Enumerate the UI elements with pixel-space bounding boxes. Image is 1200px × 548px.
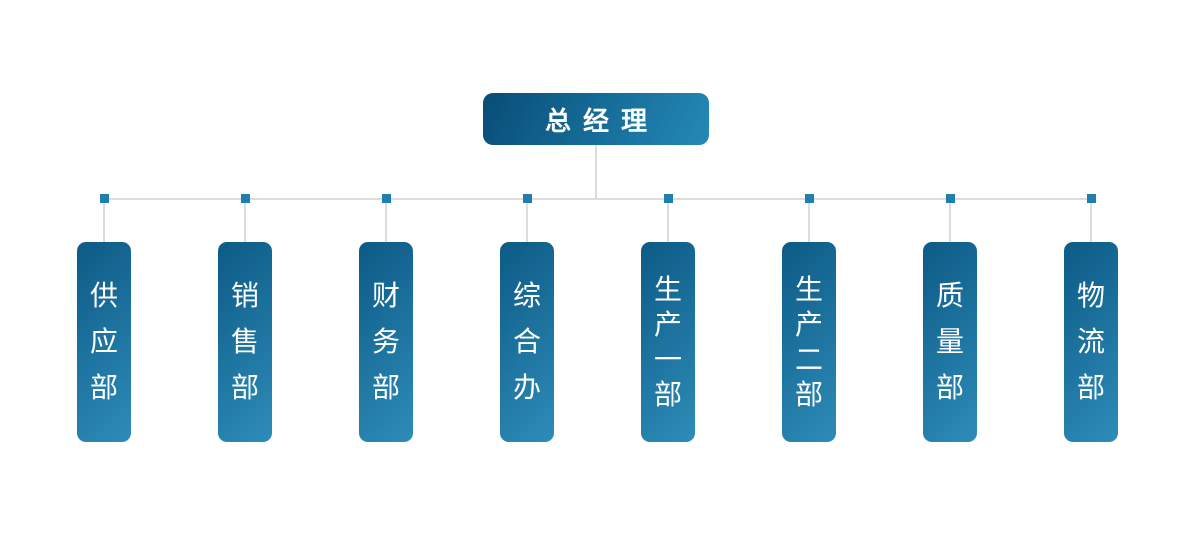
root-node-label: 总经理 — [544, 105, 659, 136]
dept-node-production-2: 生产二部 — [782, 242, 836, 442]
dept-label: 生产二部 — [794, 274, 823, 410]
connector-stem — [808, 203, 810, 242]
dept-node-production-1: 生产一部 — [641, 242, 695, 442]
junction-square-icon — [945, 194, 955, 203]
dept-node-finance: 财务部 — [359, 242, 413, 442]
org-column-logistics: 物流部 — [1064, 194, 1118, 442]
connector-stem — [244, 203, 246, 242]
dept-node-sales: 销售部 — [218, 242, 272, 442]
org-column-production-2: 生产二部 — [782, 194, 836, 442]
junction-square-icon — [804, 194, 814, 203]
dept-node-supply: 供应部 — [77, 242, 131, 442]
connector-stem — [667, 203, 669, 242]
connector-stem — [1090, 203, 1092, 242]
connector-stem — [526, 203, 528, 242]
junction-square-icon — [99, 194, 109, 203]
connector-stem — [949, 203, 951, 242]
junction-square-icon — [1086, 194, 1096, 203]
dept-node-quality: 质量部 — [923, 242, 977, 442]
horizontal-connector-line — [104, 198, 1092, 200]
org-column-general-office: 综合办 — [500, 194, 554, 442]
org-column-finance: 财务部 — [359, 194, 413, 442]
dept-node-logistics: 物流部 — [1064, 242, 1118, 442]
connector-stem — [385, 203, 387, 242]
junction-square-icon — [522, 194, 532, 203]
dept-label: 质量部 — [935, 280, 964, 403]
dept-label: 财务部 — [371, 280, 400, 403]
junction-square-icon — [663, 194, 673, 203]
dept-label: 生产一部 — [653, 274, 682, 410]
org-column-sales: 销售部 — [218, 194, 272, 442]
dept-label: 供应部 — [89, 280, 118, 403]
org-column-supply: 供应部 — [77, 194, 131, 442]
junction-square-icon — [381, 194, 391, 203]
dept-label: 销售部 — [230, 280, 259, 403]
org-column-production-1: 生产一部 — [641, 194, 695, 442]
dept-label: 物流部 — [1076, 280, 1105, 403]
dept-label: 综合办 — [512, 280, 541, 403]
dept-node-general-office: 综合办 — [500, 242, 554, 442]
root-connector-line — [595, 145, 597, 199]
root-node: 总经理 — [483, 93, 709, 145]
org-column-quality: 质量部 — [923, 194, 977, 442]
junction-square-icon — [240, 194, 250, 203]
connector-stem — [103, 203, 105, 242]
